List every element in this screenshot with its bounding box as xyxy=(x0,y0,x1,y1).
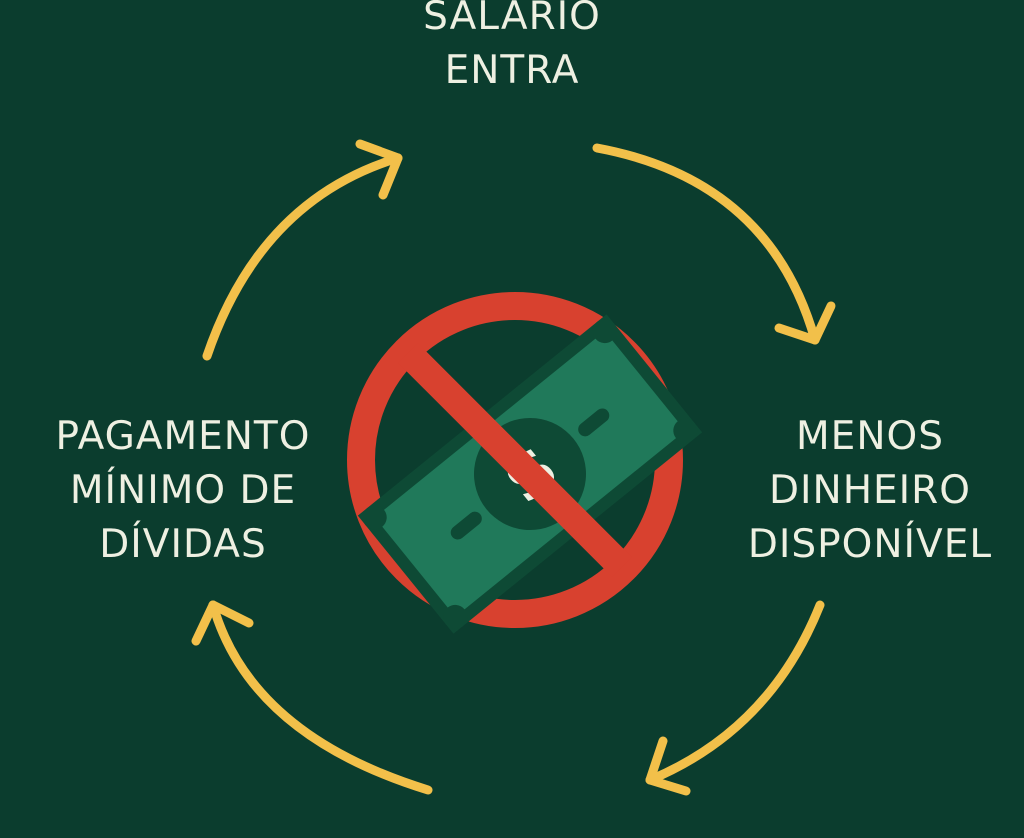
arrow-bottom-to-left xyxy=(191,600,433,795)
node-less-money-line-3: DISPONÍVEL xyxy=(747,522,993,567)
arrow-top-to-right xyxy=(592,143,836,345)
node-minimum-payment-line-3: DÍVIDAS xyxy=(99,522,267,567)
node-minimum-payment: PAGAMENTO MÍNIMO DE DÍVIDAS xyxy=(30,410,336,572)
prohibition-ring xyxy=(347,292,683,628)
node-salary-in-line-1: SALÁRIO xyxy=(423,0,601,39)
node-salary-in-line-2: ENTRA xyxy=(444,48,580,93)
node-salary-in: SALÁRIO ENTRA xyxy=(362,0,662,98)
arrow-left-to-top xyxy=(202,139,403,361)
node-less-money-line-2: DINHEIRO xyxy=(769,468,971,513)
node-minimum-payment-line-1: PAGAMENTO xyxy=(55,414,311,459)
node-less-money: MENOS DINHEIRO DISPONÍVEL xyxy=(720,410,1020,572)
no-money-icon: $ xyxy=(347,292,703,634)
node-minimum-payment-line-2: MÍNIMO DE xyxy=(69,468,297,513)
prohibition-slash xyxy=(398,343,632,577)
node-less-money-line-1: MENOS xyxy=(796,414,944,459)
arrow-right-to-bottom xyxy=(645,600,825,796)
